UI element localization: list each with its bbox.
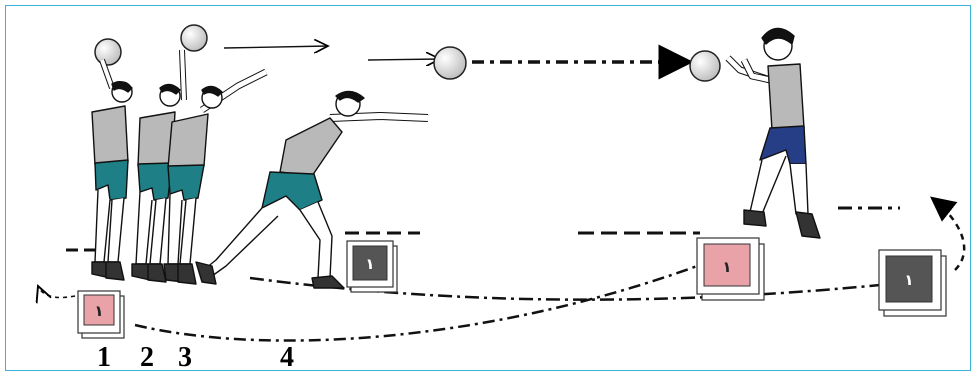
cube-label: ١ bbox=[365, 255, 374, 273]
cube-label: ١ bbox=[94, 302, 103, 320]
ball-icon bbox=[95, 39, 121, 65]
cube-label: ١ bbox=[722, 258, 731, 276]
curve-left-start bbox=[38, 286, 75, 298]
player-figure bbox=[92, 60, 132, 280]
step-number-3: 3 bbox=[178, 342, 192, 373]
receiver-figure bbox=[728, 28, 820, 238]
arrow-icon bbox=[224, 46, 328, 48]
step-number-4: 4 bbox=[280, 342, 294, 373]
curve-to-cube-three bbox=[135, 265, 700, 341]
cube-two: ١ bbox=[347, 241, 397, 292]
balls bbox=[95, 25, 720, 81]
arrow-icon bbox=[368, 59, 440, 60]
cube-one: ١ bbox=[78, 291, 124, 338]
ball-icon bbox=[690, 51, 720, 81]
step-number-1: 1 bbox=[97, 342, 111, 373]
ball-icon bbox=[434, 47, 466, 79]
step-numbers: 1 2 3 4 bbox=[97, 342, 294, 373]
ball-icon bbox=[181, 25, 207, 51]
cube-three: ١ bbox=[697, 238, 764, 300]
step-number-2: 2 bbox=[140, 342, 154, 373]
player-figure bbox=[164, 72, 266, 284]
cube-four: ١ bbox=[879, 250, 946, 316]
curve-lower-long bbox=[250, 278, 880, 300]
cube-label: ١ bbox=[904, 271, 913, 289]
